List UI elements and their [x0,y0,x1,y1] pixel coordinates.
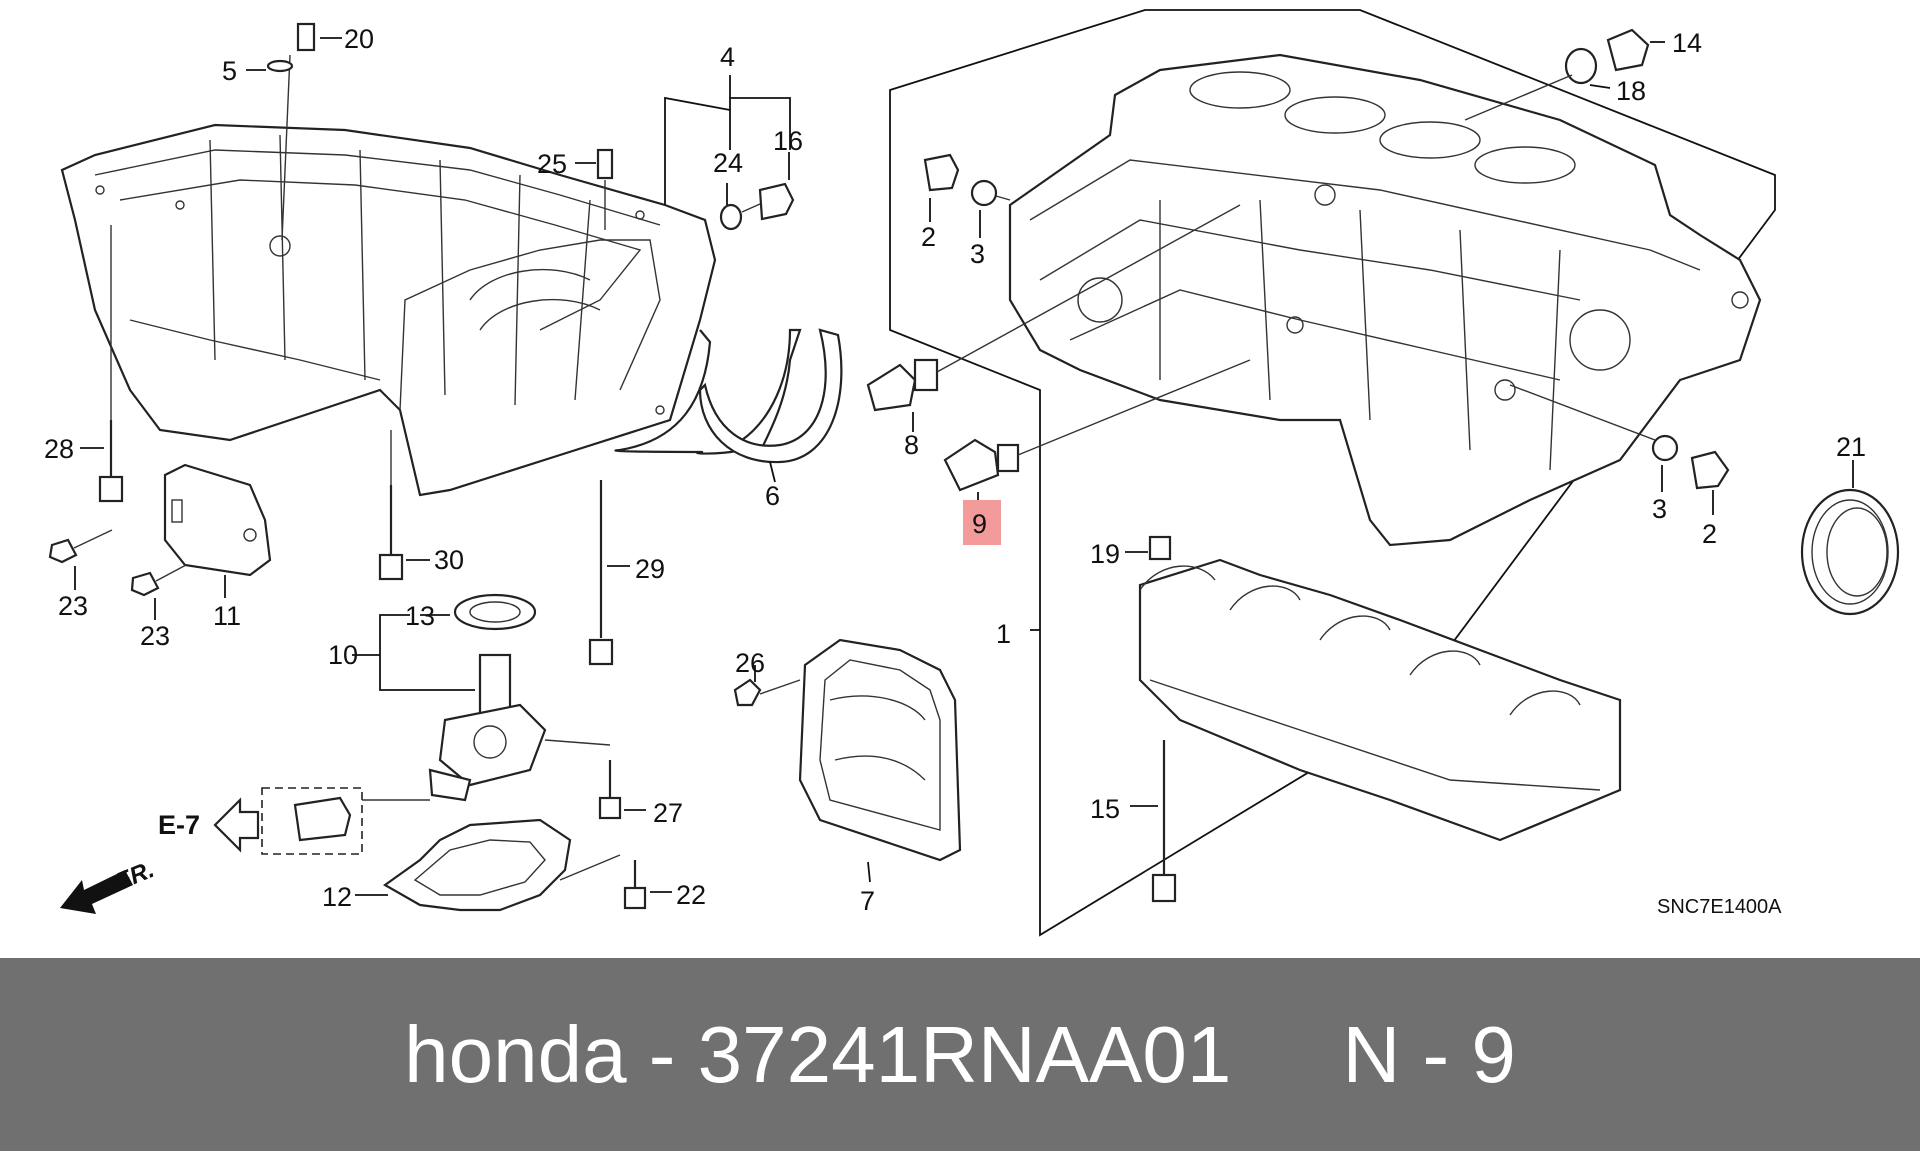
part-caption: honda - 37241RNAA01 N - 9 [404,1010,1516,1099]
diagram-code: SNC7E1400A [1657,896,1782,918]
callout-label: 5 [222,56,237,86]
cover-plate [733,638,962,883]
callout-label: 24 [713,148,743,178]
callout-label: 2 [921,222,936,252]
oil-pressure-sensor-8 [866,204,1241,432]
callout-label: 23 [140,621,170,651]
callout-label: 29 [635,554,665,584]
callout-labels: 1 2 2 3 3 4 5 6 7 8 9 10 11 12 13 14 15 … [44,24,1866,918]
callout-label: 27 [653,798,683,828]
callout-label: 1 [996,619,1011,649]
oil-level-sensor-group [60,593,672,914]
callout-label: 2 [1702,519,1717,549]
bracket-assembly [48,463,272,620]
callout-label: 4 [720,42,735,72]
callout-label: 11 [213,601,241,631]
callout-label: 3 [970,239,985,269]
callout-label: 21 [1836,432,1866,462]
callout-label: 10 [328,640,358,670]
callout-label: 30 [434,545,464,575]
callout-label: 3 [1652,494,1667,524]
callout-label: 22 [676,880,706,910]
fasteners-left [80,22,795,666]
footer-bar: honda - 37241RNAA01 N - 9 [0,958,1920,1151]
callout-label: 18 [1616,76,1646,106]
callout-label: 26 [735,648,765,678]
front-direction-label: FR. [112,856,158,896]
callout-label: 7 [860,886,875,916]
callout-label: 14 [1672,28,1702,58]
callout-label: 15 [1090,794,1120,824]
oil-pressure-switch-9 [943,359,1251,508]
callout-label: 6 [765,481,780,511]
callout-label: 8 [904,430,919,460]
cylinder-block-group [889,9,1900,937]
highlight-box [963,500,1001,545]
callout-label: 19 [1090,539,1120,569]
section-reference: E-7 [158,810,200,840]
callout-label: 28 [44,434,74,464]
callout-label-highlighted: 9 [972,509,987,539]
callout-label: 12 [322,882,352,912]
rear-seal-gasket [614,328,843,483]
parts-diagram: 1 2 2 3 3 4 5 6 7 8 9 10 11 12 13 14 15 … [44,9,1900,937]
callout-label: 16 [773,126,803,156]
callout-label: 23 [58,591,88,621]
callout-label: 13 [405,601,435,631]
oil-pan-drawing [60,123,717,497]
callout-label: 25 [537,149,567,179]
callout-label: 20 [344,24,374,54]
